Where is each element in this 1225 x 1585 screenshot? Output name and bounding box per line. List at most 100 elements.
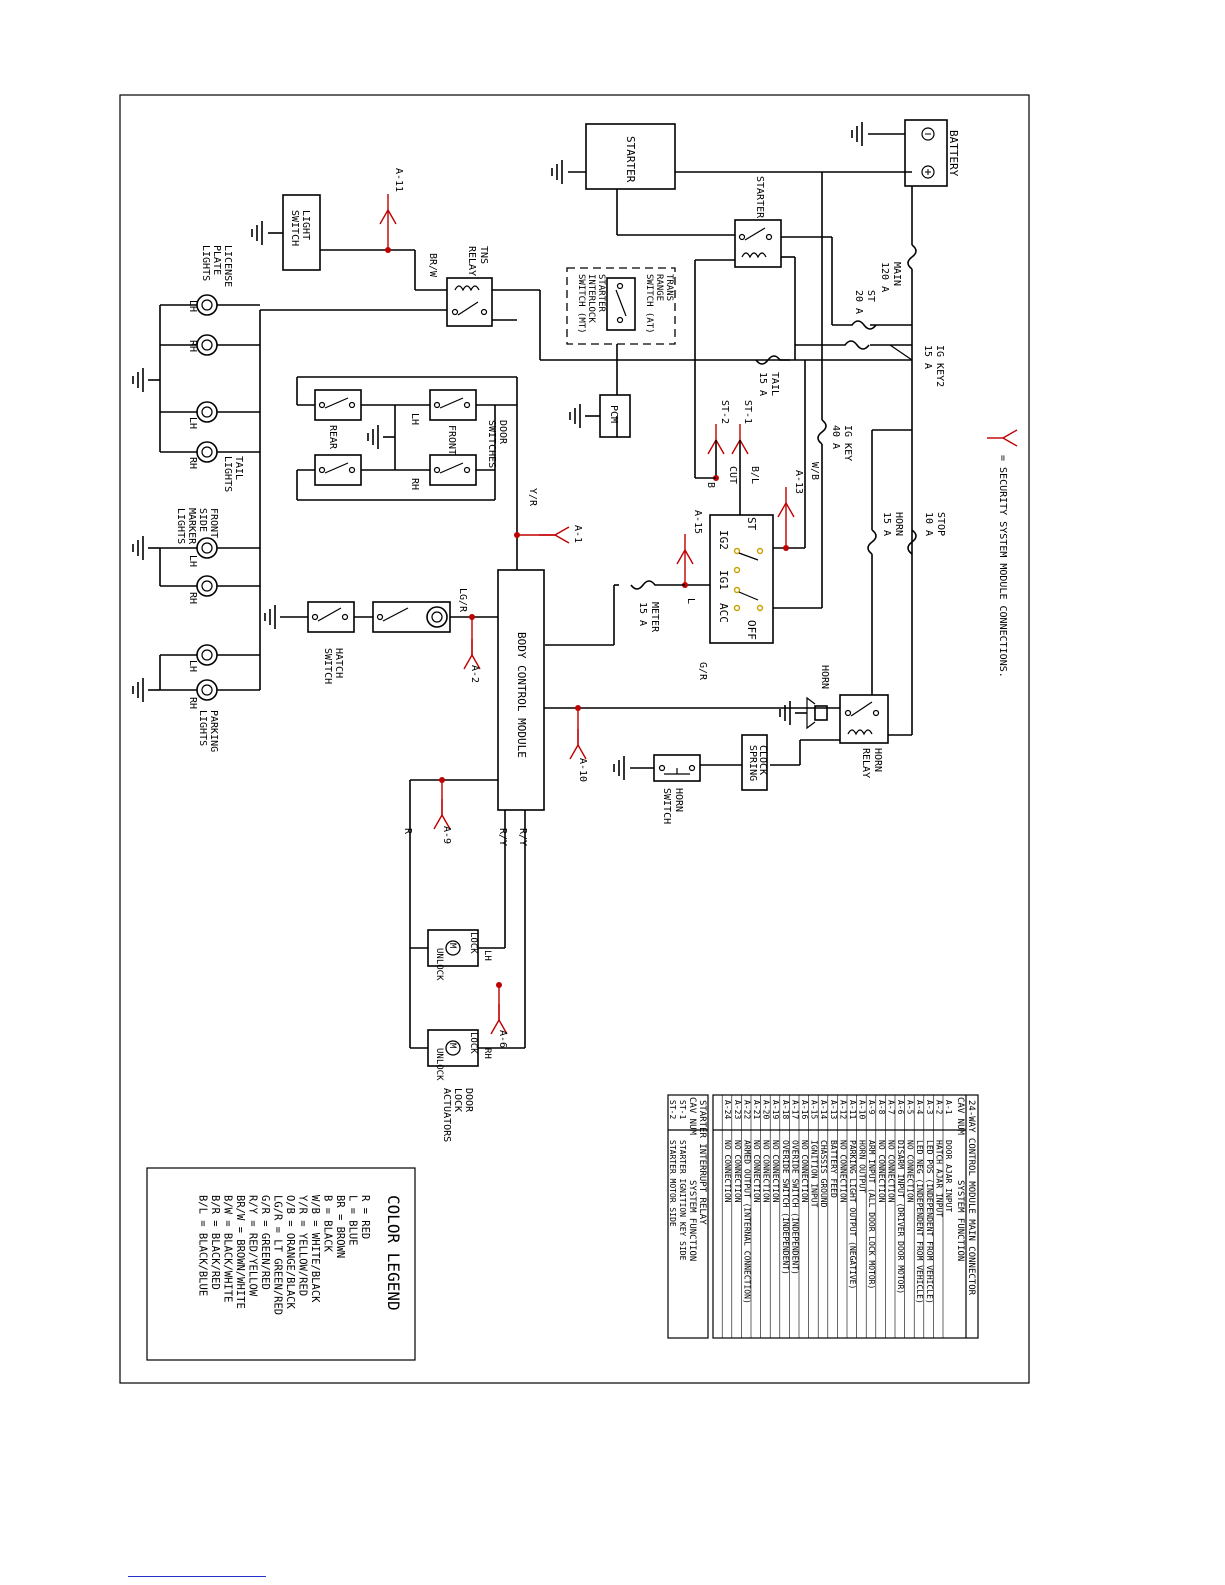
hatch-switch-label-1: HATCH xyxy=(333,648,344,678)
door-lock-label-3: ACTUATORS xyxy=(441,1088,452,1142)
cav-table-header-num: CAV NUM xyxy=(955,1097,965,1136)
clock-spring-label-2: SPRING xyxy=(747,745,758,781)
gr-label: G/R xyxy=(697,662,708,681)
cav-row-function: LED NEG (INDEPENDENT FROM VEHICLE) xyxy=(915,1140,924,1304)
ign-ig2: IG2 xyxy=(717,530,730,550)
parking-lights: LH RH PARKING LIGHTS xyxy=(160,644,260,752)
starter-table-header-fn: SYSTEM FUNCTION xyxy=(687,1180,697,1261)
lock-lh-label: LH xyxy=(482,950,492,961)
horn-relay: HORN RELAY xyxy=(839,694,889,778)
tail-fuse-label-2: 15 A xyxy=(757,372,768,396)
starter-relay-label: STARTER xyxy=(754,176,765,219)
pcm-label: PCM xyxy=(608,405,619,423)
license-lh: LH xyxy=(187,300,198,312)
legend-item: B/R = BLACK/RED xyxy=(209,1195,221,1290)
license-label-2: PLATE xyxy=(211,245,222,275)
cav-row-num: A-18 xyxy=(781,1100,790,1119)
marker-rh: RH xyxy=(187,592,198,604)
tail-lh: LH xyxy=(187,417,198,429)
cav-table-header-fn: SYSTEM FUNCTION xyxy=(955,1180,965,1261)
meter-fuse-label-2: 15 A xyxy=(637,602,648,626)
cav-row-function: NO CONNECTION xyxy=(906,1140,915,1203)
tns-relay: TNS RELAY xyxy=(446,246,493,327)
cav-row-function: HORN OUTPUT xyxy=(858,1140,867,1193)
clock-spring-label-1: CLOCK xyxy=(757,745,768,775)
pcm: PCM xyxy=(599,394,631,438)
cav-row-num: A-8 xyxy=(877,1100,886,1115)
door-switches-label-2: SWITCHES xyxy=(486,420,497,468)
legend-item: W/B = WHITE/BLACK xyxy=(309,1195,321,1303)
starter-row-function: STARTER MOTOR SIDE xyxy=(668,1140,677,1227)
cav-row-function: NO CONNECTION xyxy=(771,1140,780,1203)
body-control-module: BODY CONTROL MODULE xyxy=(497,569,545,811)
cav-row-function: OVERIDE SWITCH (INDEPENDENT) xyxy=(790,1140,799,1275)
cav-row-function: NO CONNECTION xyxy=(877,1140,886,1203)
stop-fuse-label-2: 10 A xyxy=(923,512,934,536)
license-label-1: LICENSE xyxy=(222,245,233,287)
legend-item: O/B = ORANGE/BLACK xyxy=(284,1195,296,1309)
ig-key2-label-1: IG KEY2 xyxy=(934,345,945,387)
cav-row-function: LED POS (INDEPENDENT FROM VEHICLE) xyxy=(925,1140,934,1304)
parking-label-1: PARKING xyxy=(208,710,219,752)
parking-lh: LH xyxy=(187,660,198,672)
hatch-switch: HATCH SWITCH xyxy=(307,601,355,684)
cav-row-num: A-11 xyxy=(848,1100,857,1119)
cav-row-num: A-22 xyxy=(742,1100,751,1119)
cav-table-title: 24-WAY CONTROL MODULE MAIN CONNECTOR xyxy=(966,1100,976,1296)
clock-spring: CLOCK SPRING xyxy=(741,734,768,791)
lgr-label: LG/R xyxy=(457,588,468,613)
ign-ig1: IG1 xyxy=(717,570,730,590)
battery: BATTERY xyxy=(904,119,960,187)
tns-relay-label-1: TNS xyxy=(478,246,489,264)
legend-item: R = RED xyxy=(359,1195,371,1239)
horn-switch-label-2: SWITCH xyxy=(661,788,672,824)
cav-row-num: A-14 xyxy=(819,1100,828,1119)
cav-row-function: NO CONNECTION xyxy=(800,1140,809,1203)
ign-acc: ACC xyxy=(717,603,730,623)
cav-row-function: DOOR AJAR INPUT xyxy=(944,1140,953,1212)
lock-lh-unlock: UNLOCK xyxy=(434,948,444,981)
trans-range-label-3: SWITCH (AT) xyxy=(644,274,654,334)
r-label: R xyxy=(402,828,413,835)
cav-row-function: IGNITION INPUT xyxy=(810,1140,819,1208)
starter-table: STARTER INTERRUPT RELAY CAV NUM SYSTEM F… xyxy=(667,1094,709,1339)
tail-rh: RH xyxy=(187,457,198,469)
ry-label-2: R/Y xyxy=(517,828,528,846)
a11-label: A-11 xyxy=(393,168,404,192)
legend-item: BR = BROWN xyxy=(334,1195,346,1258)
front-label: FRONT xyxy=(446,425,457,455)
horn-switch-label-1: HORN xyxy=(673,788,684,812)
door-lh-label: LH xyxy=(409,413,420,425)
door-switches: REAR FRONT LH RH DOOR SWITCHES xyxy=(296,376,517,501)
door-lock-actuator-rh: M LOCK UNLOCK RH xyxy=(427,1029,492,1081)
ignition-switch: ST IG2 IG1 ACC OFF xyxy=(709,514,774,644)
stop-fuse-label-1: STOP xyxy=(935,512,946,536)
marker-label-1: FRONT xyxy=(208,508,219,538)
marker-label-2: SIDE xyxy=(197,508,208,532)
parking-rh: RH xyxy=(187,697,198,709)
cav-row-function: NO CONNECTION xyxy=(752,1140,761,1203)
cav-row-num: A-20 xyxy=(762,1100,771,1119)
bl-label: B/L xyxy=(749,466,760,484)
cav-row-num: A-3 xyxy=(925,1100,934,1115)
cav-row-num: A-15 xyxy=(810,1100,819,1119)
footer-link[interactable] xyxy=(128,1576,266,1577)
starter-relay: STARTER xyxy=(734,176,782,268)
cav-row-num: A-19 xyxy=(771,1100,780,1119)
interlock-label-1: STARTER xyxy=(596,274,606,313)
l-label: L xyxy=(685,598,696,604)
cav-row-num: A-16 xyxy=(800,1100,809,1119)
cav-row-num: A-1 xyxy=(944,1100,953,1115)
cav-table: 24-WAY CONTROL MODULE MAIN CONNECTOR CAV… xyxy=(712,1094,979,1339)
parking-label-2: LIGHTS xyxy=(197,710,208,746)
light-switch: LIGHT SWITCH xyxy=(282,194,321,271)
cav-row-function: NO CONNECTION xyxy=(762,1140,771,1203)
door-switches-label-1: DOOR xyxy=(497,420,508,445)
light-switch-label-1: LIGHT xyxy=(300,210,311,240)
ign-st: ST xyxy=(745,517,758,531)
license-plate-lights: LH RH LICENSE PLATE LIGHTS xyxy=(160,245,260,356)
lock-lh-m: M xyxy=(447,943,457,949)
a13-label: A-13 xyxy=(793,470,804,494)
bcm-label: BODY CONTROL MODULE xyxy=(515,632,528,758)
